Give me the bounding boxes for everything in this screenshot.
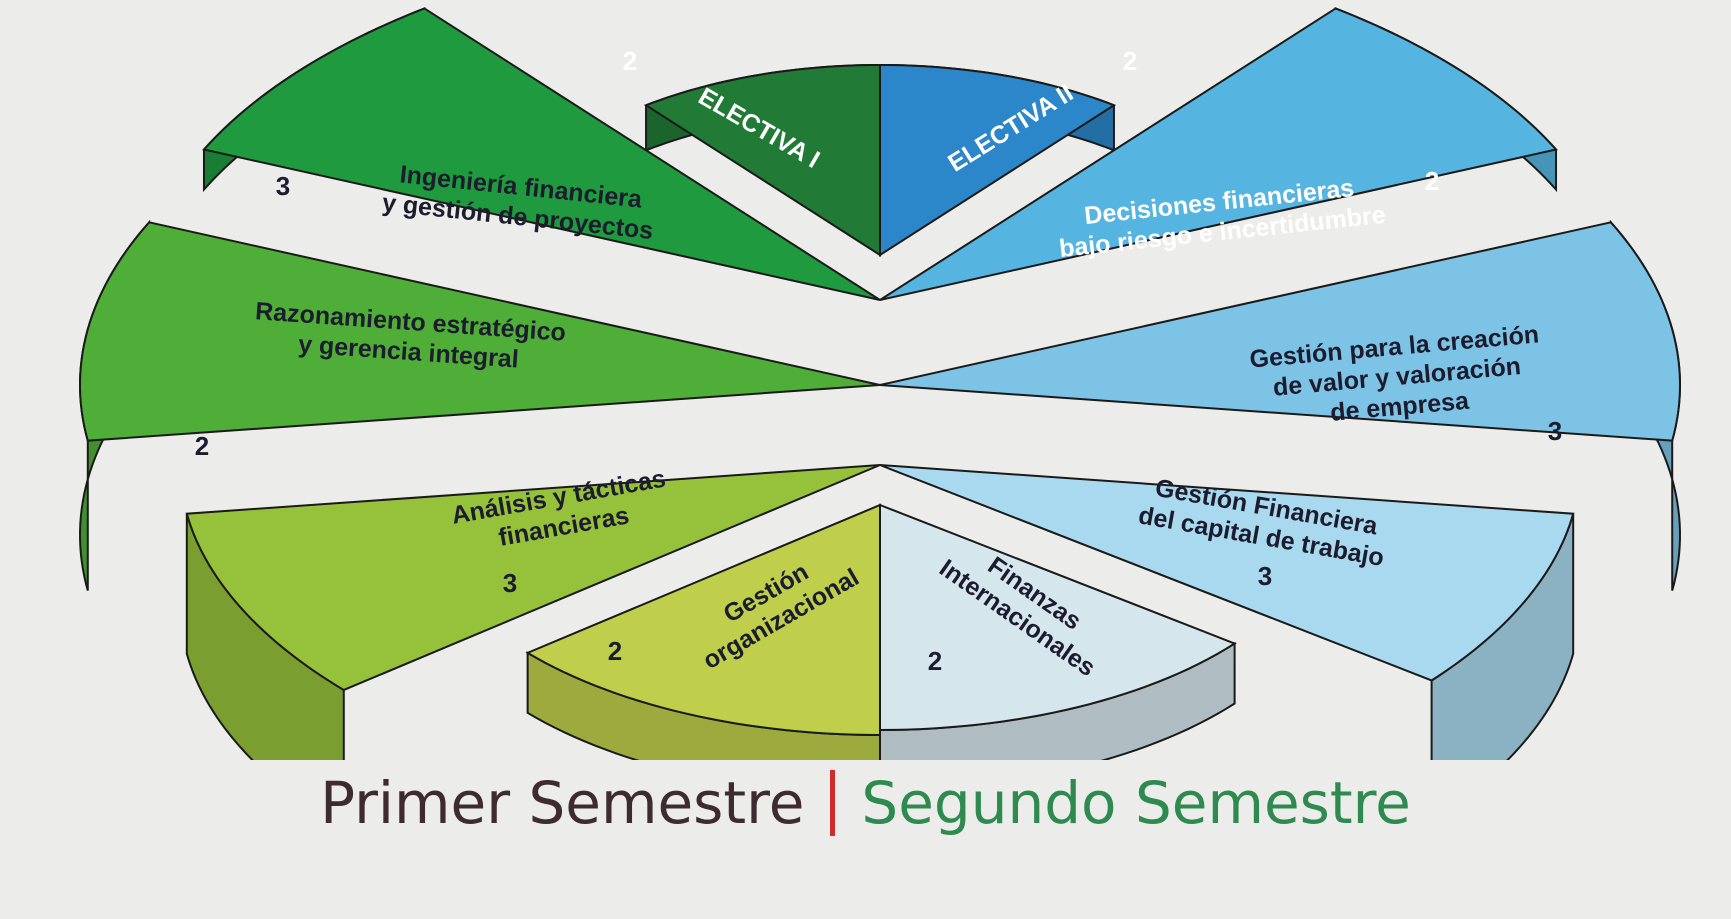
segment-gestion-organizacional: [879, 503, 1237, 732]
credit-count-razonamiento-estrategico: 2: [195, 431, 209, 461]
semester-legend: Primer Semestre Segundo Semestre: [0, 765, 1731, 837]
credit-count-electiva-1: 2: [623, 46, 637, 76]
segment-electiva-1: [879, 63, 1117, 257]
credit-count-gestion-capital-trabajo: 3: [1258, 561, 1272, 591]
credit-count-decisiones-financieras: 2: [1425, 166, 1439, 196]
segment-ingenieria-financiera: [879, 7, 1558, 301]
segment-analisis-tacticas: [879, 464, 1575, 682]
credit-count-analisis-tacticas: 3: [503, 568, 517, 598]
segment-gestion-capital-trabajo: [185, 464, 881, 692]
segment-gestion-creacion-valor: [79, 221, 881, 442]
legend-divider: [830, 769, 836, 836]
semester-2-label: Segundo Semestre: [861, 768, 1411, 837]
credit-count-gestion-organizacional: 2: [608, 636, 622, 666]
segment-razonamiento-estrategico: [879, 221, 1681, 442]
semester-1-label: Primer Semestre: [320, 768, 805, 837]
segment-finanzas-internacionales: [525, 503, 881, 737]
credit-count-ingenieria-financiera: 3: [276, 171, 290, 201]
credit-count-finanzas-internacionales: 2: [928, 646, 942, 676]
segment-electiva-2: [643, 63, 881, 257]
credit-count-electiva-2: 2: [1123, 46, 1137, 76]
credit-count-gestion-creacion-valor: 3: [1548, 416, 1562, 446]
segment-decisiones-financieras: [202, 7, 881, 301]
